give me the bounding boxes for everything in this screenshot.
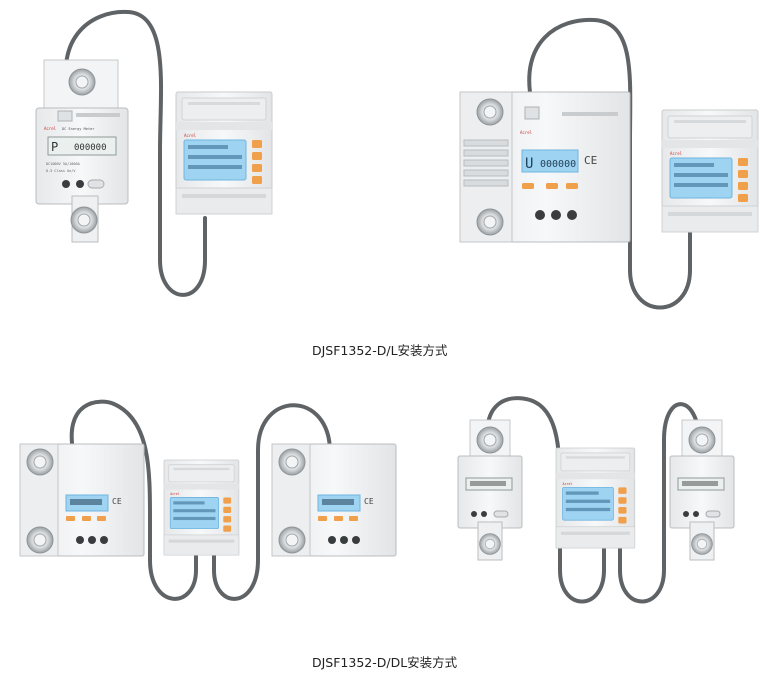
lcd-value: 000000 (540, 159, 576, 170)
cable (69, 399, 198, 601)
lcd-panel (47, 136, 117, 156)
lcd-panel (521, 149, 579, 173)
cable (527, 17, 692, 310)
cable (212, 403, 332, 601)
display-module (555, 447, 636, 549)
meter-info: DC1000V 5A/1000A (46, 162, 81, 166)
cable (63, 9, 207, 297)
display-module (661, 109, 759, 233)
top-left-assembly: Acrel DC Energy Meter P 000000 DC1000V 5… (35, 9, 273, 297)
bottom-right-assembly (457, 396, 735, 604)
terminal-nut-icon (688, 426, 716, 454)
terminal-nut-icon (476, 426, 504, 454)
meter-title: DC Energy Meter (62, 127, 95, 131)
bottom-left-assembly: CE CE (19, 399, 397, 601)
terminal-nut-icon (278, 448, 306, 476)
lcd-prefix: P (51, 140, 58, 154)
terminal-nut-icon (26, 526, 54, 554)
lcd-prefix: U (525, 156, 533, 172)
meter-body (669, 455, 735, 529)
lcd-value: 000000 (74, 143, 107, 153)
caption-ddl-installation: DJSF1352-D/DL安装方式 (312, 655, 458, 670)
terminal-nut-icon (476, 98, 504, 126)
brand-label: Acrel (520, 130, 533, 135)
terminal-nut-icon (26, 448, 54, 476)
terminal-nut-icon (476, 208, 504, 236)
meter-info-2: 0.5 Class Ue/V (46, 169, 76, 173)
cert-mark: CE (112, 497, 122, 506)
meter-body (457, 455, 523, 529)
lcd-panel (677, 477, 725, 491)
caption-dl-installation: DJSF1352-D/L安装方式 (312, 343, 448, 358)
cable (618, 402, 702, 604)
display-module (163, 459, 240, 556)
meter-body (35, 107, 129, 205)
terminal-nut-icon (691, 533, 713, 555)
terminal-nut-icon (70, 206, 98, 234)
lcd-panel (465, 477, 513, 491)
cert-mark: CE (364, 497, 374, 506)
terminal-nut-icon (479, 533, 501, 555)
terminal-nut-icon (68, 68, 96, 96)
cert-mark: CE (584, 154, 597, 167)
display-module (175, 91, 273, 215)
terminal-nut-icon (278, 526, 306, 554)
top-right-assembly: Acrel U 000000 CE (459, 17, 759, 310)
brand-label: Acrel (44, 126, 57, 131)
